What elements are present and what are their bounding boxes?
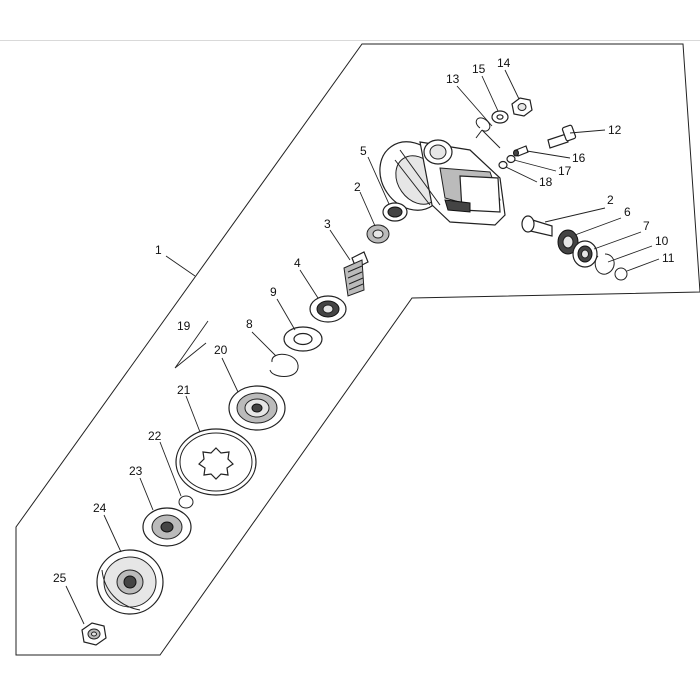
part-20-holder xyxy=(228,385,286,431)
leader-lines xyxy=(65,69,660,625)
part-2-shaft-right xyxy=(521,215,553,237)
part-21-blade xyxy=(175,428,257,496)
callout-12: 12 xyxy=(608,123,622,137)
callout-16: 16 xyxy=(572,151,586,165)
callout-8: 8 xyxy=(246,317,253,331)
part-7-bearing xyxy=(572,240,598,268)
callout-14: 14 xyxy=(497,56,511,70)
part-6-bearing xyxy=(557,229,579,255)
gear-housing xyxy=(379,139,506,226)
part-13-spring-clip xyxy=(475,117,501,149)
callout-13: 13 xyxy=(446,72,460,86)
part-8-snap-ring xyxy=(269,353,299,377)
part-22-washer xyxy=(178,495,194,509)
part-5-bearing xyxy=(382,202,408,222)
part-3-spindle xyxy=(343,251,369,297)
callout-1: 1 xyxy=(155,243,162,257)
callout-24: 24 xyxy=(93,501,107,515)
callout-21: 21 xyxy=(177,383,191,397)
callout-22: 22 xyxy=(148,429,162,443)
part-24-cover xyxy=(96,549,164,615)
callout-10: 10 xyxy=(655,234,669,248)
part-4-bearing xyxy=(309,295,347,323)
callout-11: 11 xyxy=(662,251,675,265)
part-14-nut xyxy=(511,97,533,117)
callout-19: 19 xyxy=(177,319,191,333)
callout-18: 18 xyxy=(539,175,553,189)
callout-7: 7 xyxy=(643,219,650,233)
top-bar xyxy=(0,0,700,41)
part-18-washer xyxy=(498,160,508,170)
part-2-gear-left xyxy=(366,224,390,244)
callout-2-right: 2 xyxy=(607,193,614,207)
callout-4: 4 xyxy=(294,256,301,270)
callout-2-left: 2 xyxy=(354,180,361,194)
callout-23: 23 xyxy=(129,464,143,478)
callout-3: 3 xyxy=(324,217,331,231)
callout-9: 9 xyxy=(270,285,277,299)
part-16-screw xyxy=(513,145,529,157)
part-12-bolt xyxy=(547,124,577,149)
part-11-o-ring xyxy=(614,267,628,281)
part-25-nut xyxy=(81,622,107,646)
callout-6: 6 xyxy=(624,205,631,219)
callout-20: 20 xyxy=(214,343,228,357)
callout-17: 17 xyxy=(558,164,572,178)
part-15-washer xyxy=(491,110,509,124)
callout-5: 5 xyxy=(360,144,367,158)
part-9-washer xyxy=(283,326,323,352)
assembly-boundary xyxy=(15,43,700,656)
callout-25: 25 xyxy=(53,571,67,585)
part-17-washer xyxy=(506,154,516,164)
part-10-snap-ring xyxy=(594,253,615,275)
callout-15: 15 xyxy=(472,62,486,76)
part-23-holder xyxy=(142,507,192,547)
